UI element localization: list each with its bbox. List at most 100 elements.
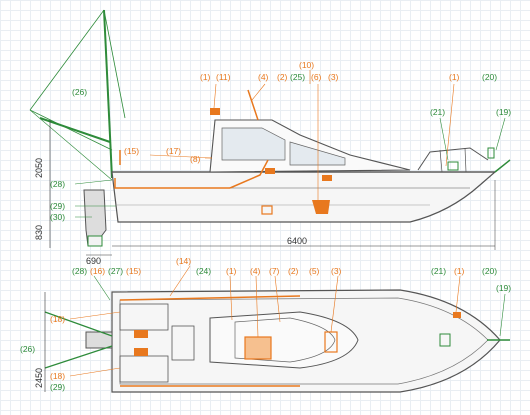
bow-rail-stanchion (439, 149, 443, 173)
bow-light (487, 147, 495, 159)
label-top-20: (20) (482, 266, 497, 276)
top-leader-18a (69, 311, 121, 320)
port-rail-line (119, 295, 301, 301)
top-leader-1 (229, 275, 233, 321)
top-leader-7 (274, 275, 281, 323)
windshield-outline (234, 317, 336, 363)
top-view (44, 265, 510, 393)
label-side-1: (1) (200, 72, 211, 82)
label-top-28: (28) (72, 266, 87, 276)
fuel-tank (312, 200, 330, 214)
label-side-19: (19) (496, 107, 511, 117)
leader-17 (149, 154, 213, 159)
outrigger-line (29, 109, 113, 181)
label-side-6: (6) (311, 72, 322, 82)
label-side-15: (15) (124, 146, 139, 156)
fuel-line (114, 178, 230, 189)
label-side-21: (21) (430, 107, 445, 117)
label-top-14: (14) (176, 256, 191, 266)
label-side-10: (10) (299, 60, 314, 70)
label-top-18b: (18) (50, 371, 65, 381)
top-view-labels: (28) (16) (27) (15) (14) (24) (1) (4) (7… (20, 256, 511, 392)
label-side-1b: (1) (449, 72, 460, 82)
label-side-17: (17) (166, 146, 181, 156)
side-view-labels: (1) (11) (4) (2) (25) (6) (3) (10) (1) (… (34, 60, 511, 266)
bow-hatch (447, 161, 459, 171)
top-leader-3 (330, 275, 339, 333)
label-side-20: (20) (482, 72, 497, 82)
label-top-19: (19) (496, 283, 511, 293)
console-panel (244, 336, 272, 360)
navigation-light (210, 108, 220, 115)
hull-side (111, 171, 497, 223)
label-top-16: (16) (90, 266, 105, 276)
leader-19 (495, 117, 506, 151)
label-top-1: (1) (226, 266, 237, 276)
top-leader-28 (93, 275, 111, 301)
outrigger-stay-line-2 (103, 9, 126, 119)
dim-transom: 690 (86, 256, 101, 266)
leader-4 (251, 83, 266, 101)
top-leader-19 (499, 293, 506, 337)
livewell (171, 325, 195, 361)
label-side-25: (25) (290, 72, 305, 82)
dim-height: 2050 (34, 158, 44, 178)
battery (261, 205, 273, 215)
label-top-2: (2) (288, 266, 299, 276)
dim-draft: 830 (34, 225, 44, 240)
helm (265, 168, 275, 174)
forward-window (289, 141, 346, 166)
outboard-top (85, 331, 113, 349)
bow-anchor (494, 159, 511, 173)
rod-holder-rack (39, 117, 111, 143)
rod-holder-starboard (134, 348, 148, 356)
bow-rail (417, 147, 489, 171)
bow-hatch-top (439, 333, 451, 347)
cabin-window (221, 127, 286, 161)
dim-length: 6400 (287, 236, 307, 246)
top-leader-4 (255, 275, 259, 338)
label-top-15: (15) (126, 266, 141, 276)
outboard-lower-unit (87, 235, 103, 247)
leader-1 (213, 83, 217, 109)
label-side-28: (28) (50, 179, 65, 189)
label-side-4: (4) (258, 72, 269, 82)
label-side-29: (29) (50, 201, 65, 211)
label-top-27: (27) (108, 266, 123, 276)
label-top-29: (29) (50, 382, 65, 392)
label-top-5: (5) (309, 266, 320, 276)
dim-beam: 2450 (34, 368, 44, 388)
label-side-8: (8) (190, 154, 201, 164)
top-leader-1b (455, 275, 461, 313)
outrigger-top-port (44, 311, 113, 337)
rod-holder-port (134, 330, 148, 338)
label-side-11: (11) (216, 72, 231, 82)
leader-21 (439, 117, 449, 161)
label-top-26: (26) (20, 344, 35, 354)
label-top-21: (21) (431, 266, 446, 276)
label-top-1b: (1) (454, 266, 465, 276)
leader-28 (74, 179, 113, 185)
label-side-30: (30) (50, 212, 65, 222)
top-leader-14 (169, 265, 191, 297)
label-side-3: (3) (328, 72, 339, 82)
bow-rail-stanchion-2 (464, 147, 467, 173)
label-top-4: (4) (250, 266, 261, 276)
outrigger-pole (103, 9, 113, 179)
outrigger-arm (29, 109, 113, 151)
outrigger-top-starboard (44, 345, 113, 369)
label-top-3: (3) (331, 266, 342, 276)
label-side-26: (26) (72, 87, 87, 97)
outrigger-stay-line (29, 9, 105, 111)
leader-1b (445, 83, 455, 167)
cabin-fitting (322, 175, 332, 181)
label-side-2: (2) (277, 72, 288, 82)
label-top-7: (7) (269, 266, 280, 276)
steering-line (229, 159, 269, 189)
antenna (247, 89, 259, 121)
label-top-18a: (18) (50, 314, 65, 324)
cleat-bow (453, 312, 461, 318)
label-top-24: (24) (196, 266, 211, 276)
